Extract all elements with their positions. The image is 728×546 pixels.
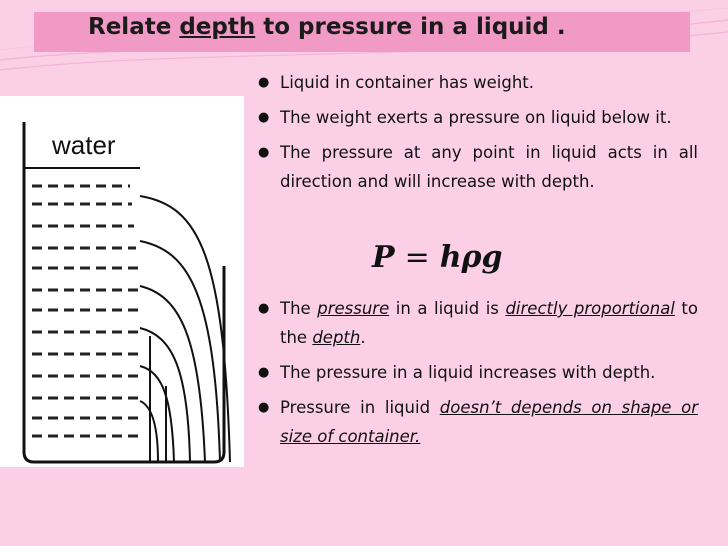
pressure-jets [139,195,231,463]
bullet-icon: ● [258,110,270,125]
bullet-item: ●Liquid in container has weight. [256,68,698,97]
bullet-item: ●The pressure in a liquid increases with… [256,358,698,387]
liquid-layers [32,184,144,438]
bullet-item: ●The weight exerts a pressure on liquid … [256,103,698,132]
title-keyword: depth [179,14,256,40]
water-label: water [51,130,116,160]
bullet-icon: ● [258,301,270,316]
bullet-item: ●Pressure in liquid doesn’t depends on s… [256,393,698,451]
bullet-list-top: ●Liquid in container has weight. ●The we… [256,68,698,202]
bullet-icon: ● [258,400,270,415]
bullet-icon: ● [258,145,270,160]
slide-title: Relate depth to pressure in a liquid . [88,14,566,40]
bullet-item: ●The pressure in a liquid is directly pr… [256,294,698,352]
bullet-list-bottom: ●The pressure in a liquid is directly pr… [256,294,698,457]
bullet-item: ●The pressure at any point in liquid act… [256,138,698,196]
bullet-icon: ● [258,365,270,380]
bullet-icon: ● [258,75,270,90]
pressure-formula: P=hρg [372,240,503,275]
title-bar [34,12,690,52]
container-outline [22,122,226,464]
water-container-diagram: water [0,96,244,467]
